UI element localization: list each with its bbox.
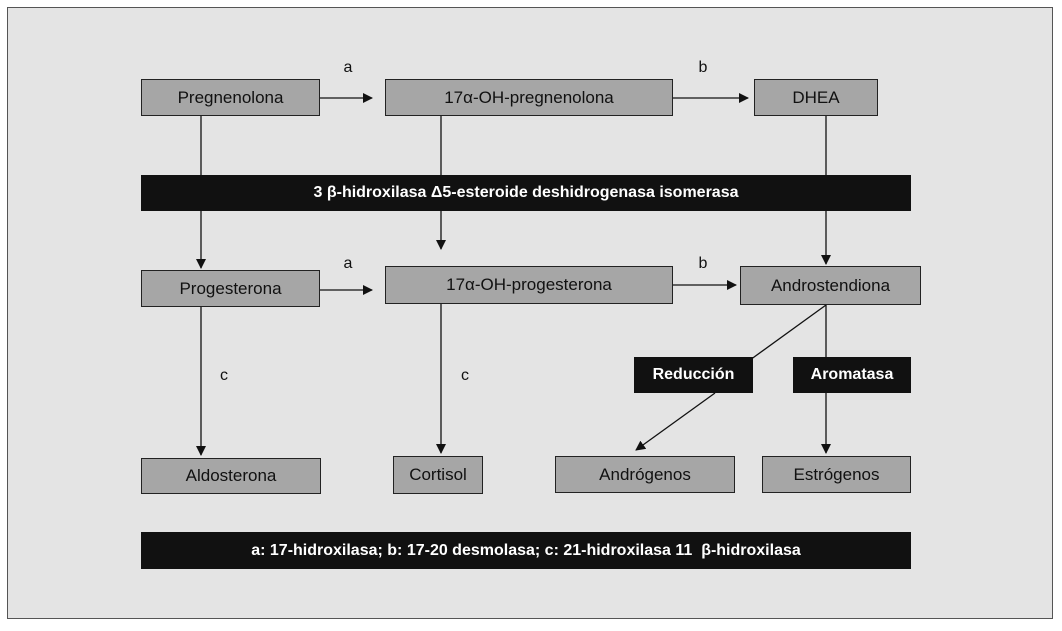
node-17oh-progesterona: 17α-OH-progesterona [385,266,673,304]
enzyme-reduccion: Reducción [634,357,753,393]
edge-label-a-row2: a [343,255,353,272]
edge-label-c-aldosterona: c [220,367,228,384]
edge-label-b-row2: b [698,255,708,272]
arrow-reduccion-to-androgenos [635,392,716,451]
node-cortisol: Cortisol [393,456,483,494]
enzyme-band-isomerasa: 3 β-hidroxilasa Δ5-esteroide deshidrogen… [141,175,911,211]
node-estrogenos: Estrógenos [762,456,911,493]
edge-label-c-cortisol: c [461,367,469,384]
node-pregnenolona: Pregnenolona [141,79,320,116]
enzyme-aromatasa: Aromatasa [793,357,911,393]
node-androstendiona: Androstendiona [740,266,921,305]
edge-label-b-row1: b [698,59,708,76]
line-androstendiona-to-reduccion [749,304,827,361]
node-17oh-pregnenolona: 17α-OH-pregnenolona [385,79,673,116]
node-aldosterona: Aldosterona [141,458,321,494]
node-progesterona: Progesterona [141,270,320,307]
node-dhea: DHEA [754,79,878,116]
node-androgenos: Andrógenos [555,456,735,493]
legend-band: a: 17-hidroxilasa; b: 17-20 desmolasa; c… [141,532,911,569]
edge-label-a-row1: a [343,59,353,76]
